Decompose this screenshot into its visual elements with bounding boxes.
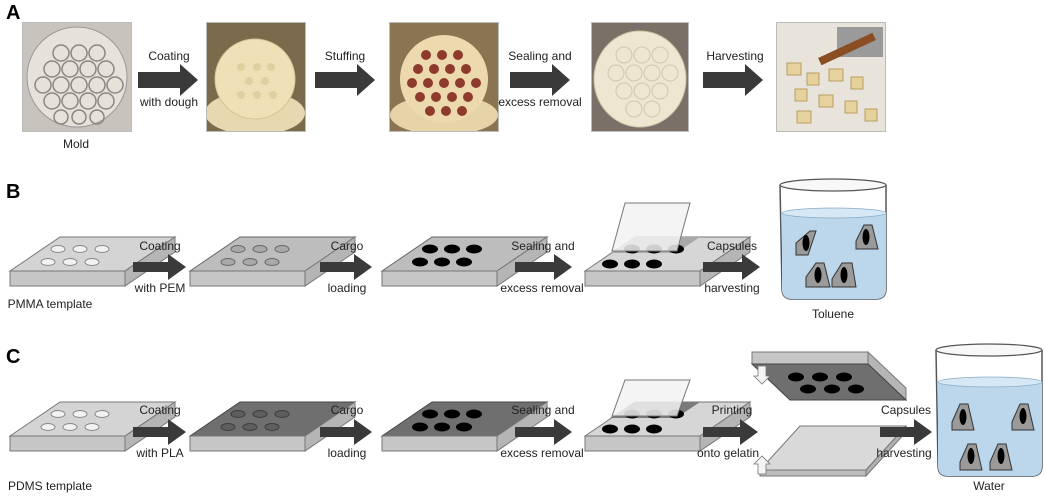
- step-a3-line1: Sealing and: [508, 49, 572, 63]
- step-c5-line1: Capsules: [880, 403, 932, 417]
- capsule-b4: [831, 262, 857, 288]
- arrow-a2: [315, 64, 375, 96]
- gelatin-sheet: [753, 424, 908, 478]
- arrow-a1: [138, 64, 198, 96]
- capsule-b1: [795, 230, 817, 256]
- photo-mold: [22, 22, 132, 132]
- arrow-c2: [320, 419, 372, 445]
- step-c2-line2: loading: [327, 446, 367, 460]
- photo-sealed: [591, 22, 689, 132]
- step-b3-line2: excess removal: [500, 281, 584, 295]
- arrow-b4: [703, 254, 760, 280]
- up-arrow-marker: [753, 455, 771, 475]
- arrow-c5: [880, 419, 932, 445]
- photo-harvested: [776, 22, 886, 132]
- capsule-c2: [1011, 403, 1035, 431]
- flipped-template: [750, 350, 908, 402]
- arrow-b3: [515, 254, 572, 280]
- arrow-a3: [510, 64, 570, 96]
- toluene-caption: Toluene: [811, 307, 855, 321]
- panel-c-label: C: [6, 346, 21, 368]
- capsule-c4: [989, 443, 1013, 471]
- step-c1-line2: with PLA: [136, 446, 184, 460]
- pla-coated-template: [188, 401, 357, 452]
- pdms-template-caption: PDMS template: [7, 479, 93, 493]
- photo-stuffed: [389, 22, 499, 132]
- step-a1-line2: with dough: [139, 95, 199, 109]
- mold-caption: Mold: [62, 137, 89, 151]
- capsule-c1: [951, 403, 975, 431]
- arrow-c3: [515, 419, 572, 445]
- step-b2-line1: Cargo: [330, 239, 364, 253]
- sealing-template: [583, 202, 752, 287]
- arrow-b1: [133, 254, 186, 280]
- water-caption: Water: [973, 479, 1005, 493]
- step-c1-line1: Coating: [139, 403, 181, 417]
- panel-a-label: A: [6, 2, 21, 24]
- cargo-loaded-pla-template: [380, 401, 549, 452]
- step-b4-line2: harvesting: [704, 281, 760, 295]
- step-c2-line1: Cargo: [330, 403, 364, 417]
- capsule-b3: [805, 262, 831, 288]
- cargo-loaded-template: [380, 236, 549, 287]
- photo-dough-coated: [206, 22, 306, 132]
- step-b1-line2: with PEM: [134, 281, 186, 295]
- down-arrow-marker: [753, 365, 771, 385]
- step-a1-line1: Coating: [148, 49, 190, 63]
- pmma-template-caption: PMMA template: [7, 297, 93, 311]
- panel-b-label: B: [6, 181, 21, 203]
- arrow-c1: [133, 419, 186, 445]
- arrow-c4: [703, 419, 758, 445]
- panel-b-diagram: [8, 178, 887, 300]
- step-c3-line2: excess removal: [500, 446, 584, 460]
- water-beaker: [935, 343, 1043, 477]
- step-b4-line1: Capsules: [706, 239, 758, 253]
- panel-c-diagram: [8, 343, 1043, 478]
- arrow-b2: [320, 254, 372, 280]
- step-a3-line2: excess removal: [498, 95, 582, 109]
- pem-coated-template: [188, 236, 357, 287]
- step-c5-line2: harvesting: [876, 446, 932, 460]
- panel-a-arrows: [138, 64, 763, 96]
- step-b2-line2: loading: [327, 281, 367, 295]
- step-b3-line1: Sealing and: [511, 239, 575, 253]
- capsule-b2: [855, 224, 879, 250]
- step-b1-line1: Coating: [139, 239, 181, 253]
- step-c4-line2: onto gelatin: [696, 446, 760, 460]
- step-a2-line1: Stuffing: [324, 49, 366, 63]
- step-c4-line1: Printing: [711, 403, 753, 417]
- arrow-a4: [703, 64, 763, 96]
- capsule-c3: [959, 443, 983, 471]
- step-a4-line1: Harvesting: [706, 49, 764, 63]
- step-c3-line1: Sealing and: [511, 403, 575, 417]
- toluene-beaker: [779, 178, 887, 300]
